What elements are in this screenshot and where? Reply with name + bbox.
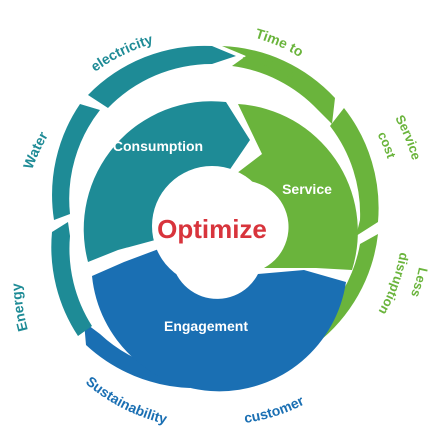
outer-segment-electricity	[88, 45, 236, 108]
outer-segment-less-disruption	[298, 234, 378, 344]
label-consumption: Consumption	[113, 138, 203, 154]
label-water: Water	[20, 128, 51, 171]
inner-segment-consumption	[83, 101, 251, 262]
outer-segment-service-cost	[330, 108, 379, 236]
outer-segment-energy	[51, 222, 92, 336]
inner-segment-service	[220, 104, 358, 270]
outer-segment-time-to-solution	[222, 46, 335, 124]
label-service-cost-2: cost	[375, 129, 400, 161]
label-service: Service	[282, 181, 332, 197]
inner-segment-engagement	[92, 244, 346, 392]
center-circle	[152, 166, 272, 286]
label-customer: customer	[243, 392, 307, 426]
label-less-disruption-2: disruption	[376, 251, 412, 317]
label-engagement: Engagement	[164, 318, 248, 334]
label-less-disruption: Less	[408, 266, 431, 299]
label-energy: Energy	[8, 283, 31, 333]
outer-segment-water	[52, 104, 100, 220]
inner-ring	[83, 101, 358, 392]
center-label: Optimize	[157, 214, 267, 244]
